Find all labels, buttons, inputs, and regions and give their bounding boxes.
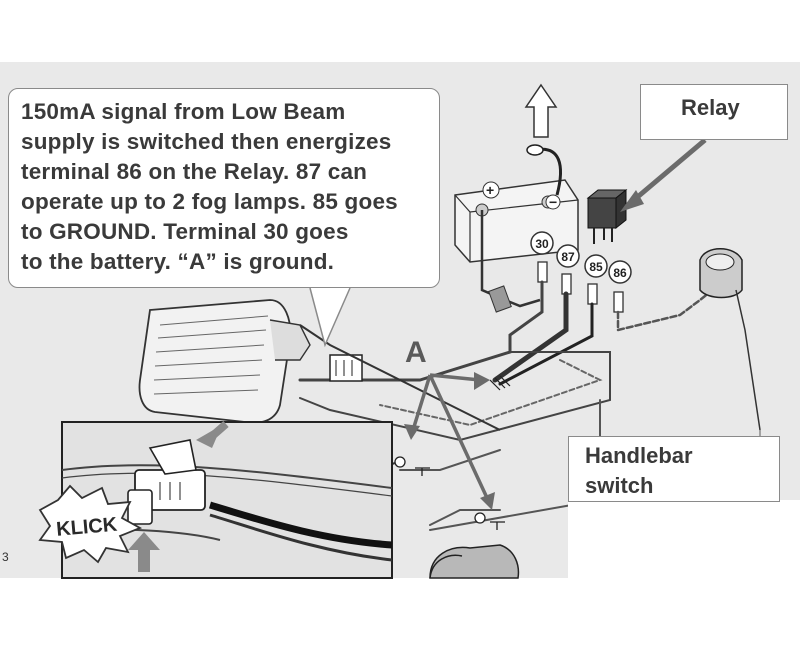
ground-arrow-icon (474, 372, 490, 390)
up-arrow-icon (524, 83, 558, 138)
svg-text:+: + (486, 182, 494, 198)
headlamp (138, 299, 311, 424)
svg-text:87: 87 (561, 250, 575, 264)
klick-burst: KLICK (38, 484, 143, 564)
minus-icon (545, 194, 561, 210)
terminal-85-badge: 85 (584, 254, 608, 278)
ground-arrow-icon (480, 492, 495, 510)
svg-text:KLICK: KLICK (55, 514, 118, 541)
relay (586, 188, 628, 244)
relay-label: Relay (640, 84, 788, 140)
terminal-87-badge: 87 (556, 244, 580, 268)
page-number: 3 (2, 550, 9, 564)
terminal-86-badge: 86 (608, 260, 632, 284)
relay-arrow-icon (620, 190, 644, 212)
handlebar-switch (699, 248, 761, 431)
inset-detail (61, 420, 393, 579)
svg-text:86: 86 (613, 266, 627, 280)
wiring-note-callout: 150mA signal from Low Beam supply is swi… (8, 88, 440, 288)
svg-text:−: − (549, 194, 557, 210)
terminal-30-badge: 30 (530, 231, 554, 255)
svg-text:30: 30 (535, 237, 549, 251)
handlebar-switch-label: Handlebar switch (568, 436, 780, 502)
ground-label-a: A (405, 336, 427, 369)
blank-area (568, 500, 800, 578)
fog-lamp-right (429, 544, 520, 579)
plus-icon (482, 181, 500, 199)
ground-arrow-icon (404, 424, 420, 440)
svg-text:85: 85 (589, 260, 603, 274)
press-arrow-icon (128, 532, 160, 550)
